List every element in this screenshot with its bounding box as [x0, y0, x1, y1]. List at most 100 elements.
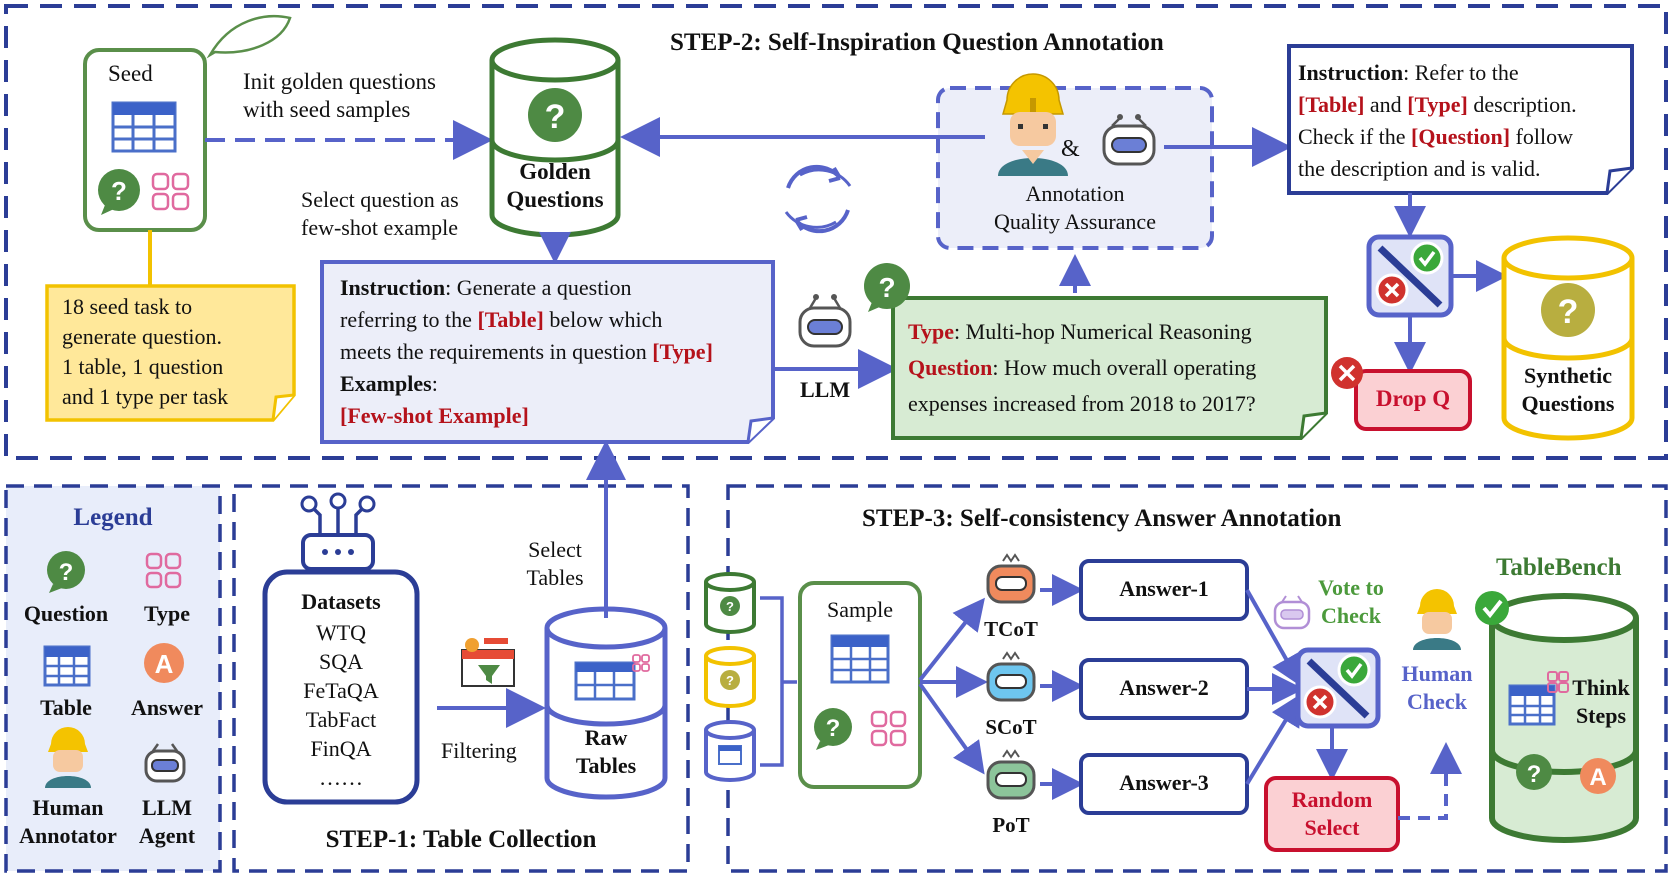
svg-text:?: ? [726, 599, 734, 614]
tablebench-cylinder: ? A [1489, 593, 1639, 843]
gen-table-tag: [Table] [477, 307, 544, 332]
select-note-line2: few-shot example [301, 215, 458, 240]
legend-table-icon [43, 645, 91, 687]
init-note-line2: with seed samples [243, 97, 411, 122]
question-line1: : How much overall operating [992, 355, 1257, 380]
select-tables-line2: Tables [526, 565, 584, 590]
gen-line3-pre: meets the requirements in question [340, 339, 653, 364]
synthetic-questions-cylinder: ? [1501, 235, 1635, 441]
seed-note-line3: 1 table, 1 question [62, 354, 224, 379]
gen-examples-colon: : [431, 371, 438, 396]
qa-label-line2: Quality Assurance [994, 209, 1156, 234]
datasets-list: WTQ SQA FeTaQA TabFact FinQA …… [265, 618, 417, 792]
random-select-line1: Random [1291, 787, 1373, 812]
legend-llm-label-line1: LLM [141, 795, 193, 820]
think-steps-line1: Think [1572, 675, 1630, 700]
llm-robot-icon [798, 294, 852, 348]
agent-pot-label: PoT [992, 813, 1030, 837]
seed-note-box [45, 284, 296, 422]
generation-instruction-text: Instruction: Generate a question referri… [340, 272, 713, 432]
legend-type-label: Type [143, 601, 191, 626]
sample-type-icon [870, 710, 907, 747]
tablebench-label: TableBench [1496, 554, 1622, 581]
svg-text:?: ? [1527, 761, 1542, 788]
seed-question-icon: ? [98, 169, 140, 215]
gen-line2-post: below which [543, 307, 663, 332]
gen-instruction-label: Instruction [340, 275, 446, 300]
svg-text:?: ? [1558, 293, 1579, 331]
check-line1: : Refer to the [1403, 60, 1519, 85]
random-select-box [1264, 776, 1400, 852]
raw-tables-cylinder [544, 606, 668, 800]
legend-table-label: Table [40, 695, 92, 720]
step3-title: STEP-3: Self-consistency Answer Annotati… [862, 505, 1342, 532]
sample-table-icon [830, 634, 890, 684]
legend-question-label: Question [23, 601, 109, 626]
gen-line2-pre: referring to the [340, 307, 478, 332]
raw-tables-line1: Raw [584, 725, 628, 750]
small-question-cylinder: ? [704, 572, 756, 634]
dataset-item: FinQA [310, 736, 372, 761]
human-check-line1: Human [1401, 661, 1473, 686]
select-tables-line1: Select [528, 537, 582, 562]
qa-label-line1: Annotation [1025, 181, 1125, 206]
drop-x-icon [1331, 357, 1363, 389]
sample-label: Sample [827, 597, 893, 622]
legend-human-annotator-icon [45, 727, 91, 788]
seed-type-icon [151, 172, 190, 211]
think-steps-line2: Steps [1575, 703, 1627, 728]
select-note-line1: Select question as [301, 187, 459, 212]
legend-title: Legend [73, 504, 153, 531]
golden-label-line1: Golden [519, 159, 591, 184]
svg-text:?: ? [826, 715, 841, 742]
legend-region [4, 484, 222, 873]
check-instruction-box [1287, 44, 1634, 195]
check-table-tag: [Table] [1298, 92, 1365, 117]
datasets-box [262, 569, 420, 805]
legend-human-label-line2: Annotator [19, 823, 117, 848]
legend-llm-agent-icon [144, 743, 186, 783]
answer-3-label: Answer-3 [1119, 770, 1209, 795]
seed-table-icon [111, 101, 177, 153]
seed-card: ? [83, 14, 292, 232]
dataset-item: WTQ [315, 620, 367, 645]
answer-2-label: Answer-2 [1119, 675, 1209, 700]
gen-fewshot-tag: [Few-shot Example] [340, 403, 529, 428]
check-instruction-label: Instruction [1298, 60, 1404, 85]
check-line3-post: follow [1510, 124, 1573, 149]
golden-label-line2: Questions [506, 187, 604, 212]
datasets-label: Datasets [301, 589, 381, 614]
llm-label: LLM [800, 377, 851, 402]
check-instruction-text: Instruction: Refer to the [Table] and [T… [1298, 57, 1577, 185]
filtering-label: Filtering [441, 738, 517, 763]
dataset-item: TabFact [305, 707, 377, 732]
question-line2: expenses increased from 2018 to 2017? [908, 391, 1256, 416]
agent-scot-label: SCoT [985, 715, 1037, 739]
datasets-icon [300, 492, 376, 571]
svg-text:?: ? [111, 176, 127, 206]
generated-question-box [891, 296, 1328, 440]
small-table-cylinder [704, 720, 756, 782]
answer-1-label: Answer-1 [1119, 576, 1209, 601]
type-label: Type [908, 319, 955, 344]
svg-text:?: ? [878, 272, 895, 303]
tcot-robot-icon [986, 553, 1036, 604]
gen-examples-label: Examples [340, 371, 432, 396]
drop-q-box [1354, 369, 1472, 431]
synthetic-label-line2: Questions [1521, 391, 1615, 416]
scot-robot-icon [986, 651, 1036, 702]
check-type-tag: [Type] [1407, 92, 1468, 117]
legend-question-icon: ? [47, 551, 85, 593]
step2-region [4, 4, 1668, 460]
dataset-item: FeTaQA [303, 678, 379, 703]
check-line2-mid: and [1364, 92, 1408, 117]
seed-note-text: 18 seed task to generate question. 1 tab… [62, 292, 228, 412]
vote-label-line2: Check [1321, 603, 1381, 628]
llm-robot-icon-qa [1102, 114, 1156, 166]
human-annotator-icon-qa [998, 73, 1068, 176]
dataset-item: SQA [318, 649, 363, 674]
synthetic-label-line1: Synthetic [1524, 363, 1612, 388]
raw-tables-line2: Tables [575, 753, 637, 778]
legend-human-label-line1: Human [32, 795, 104, 820]
type-value: : Multi-hop Numerical Reasoning [954, 319, 1252, 344]
